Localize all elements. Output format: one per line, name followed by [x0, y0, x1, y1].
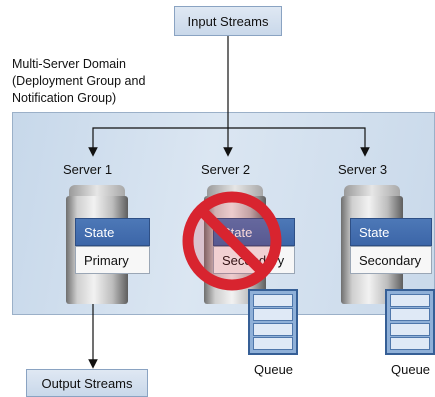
input-to-server1-arrow	[88, 127, 228, 157]
server-2-label: Server 2	[201, 162, 251, 177]
server-3-queue-label: Queue	[391, 362, 431, 377]
queue-slot	[390, 308, 430, 322]
server-2-queue	[248, 289, 298, 355]
queue-slot	[390, 294, 430, 307]
prohibited-icon	[182, 191, 282, 291]
queue-slot	[390, 322, 430, 336]
domain-label-line-1: Multi-Server Domain	[12, 57, 126, 71]
domain-label-line-3: Notification Group)	[12, 91, 117, 105]
server-3-label: Server 3	[338, 162, 388, 177]
domain-label-line-2: (Deployment Group and	[12, 74, 146, 88]
server-1-role-box: Primary	[75, 246, 150, 274]
server-3-state-box: State	[350, 218, 432, 246]
input-to-server3-arrow	[228, 127, 370, 157]
queue-slot	[253, 336, 293, 350]
server-1-state-box: State	[75, 218, 150, 246]
input-streams-box: Input Streams	[174, 6, 282, 36]
queue-slot	[253, 322, 293, 336]
queue-slot	[390, 336, 430, 350]
server-2-queue-label: Queue	[254, 362, 294, 377]
server-1-label: Server 1	[63, 162, 113, 177]
output-streams-box: Output Streams	[26, 369, 148, 397]
queue-slot	[253, 308, 293, 322]
server-3-role-box: Secondary	[350, 246, 432, 274]
queue-slot	[253, 294, 293, 307]
domain-label: Multi-Server Domain (Deployment Group an…	[12, 56, 145, 107]
server-3-queue	[385, 289, 435, 355]
